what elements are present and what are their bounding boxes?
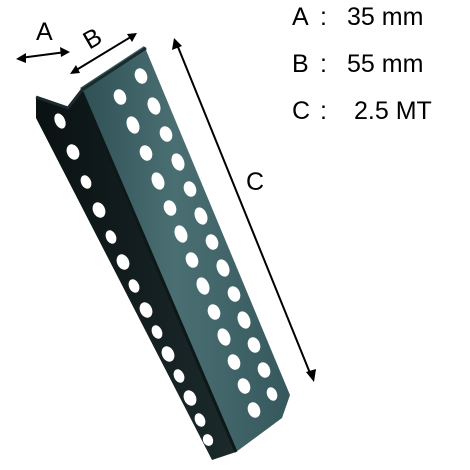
front-flange bbox=[80, 46, 290, 452]
legend-key: C bbox=[292, 97, 311, 125]
legend-separator: : bbox=[320, 97, 327, 125]
legend-row-c: C : 2.5 MT bbox=[292, 96, 468, 143]
dimension-label-a: A bbox=[36, 18, 53, 46]
legend-row-a: A : 35 mm bbox=[292, 2, 468, 49]
dimension-arrow-a-icon bbox=[16, 47, 70, 63]
legend-key: A bbox=[292, 3, 309, 31]
top-edge bbox=[35, 46, 147, 110]
legend-value: 55 mm bbox=[347, 50, 424, 78]
legend-key: B bbox=[292, 50, 309, 78]
dimension-arrow-b-icon bbox=[70, 33, 137, 74]
legend-separator: : bbox=[320, 3, 327, 31]
dimension-label-c: C bbox=[246, 168, 264, 196]
legend-value: 2.5 MT bbox=[354, 97, 432, 125]
dimension-arrow-c-icon bbox=[172, 38, 316, 382]
legend-separator: : bbox=[320, 50, 327, 78]
dimension-label-b: B bbox=[78, 23, 106, 56]
bend-line bbox=[80, 91, 238, 453]
side-flange-holes bbox=[54, 113, 214, 446]
front-flange-holes bbox=[113, 68, 278, 418]
legend-value: 35 mm bbox=[347, 3, 424, 31]
legend-row-b: B : 55 mm bbox=[292, 49, 468, 96]
dimension-legend: A : 35 mm B : 55 mm C : 2.5 MT bbox=[292, 2, 468, 143]
